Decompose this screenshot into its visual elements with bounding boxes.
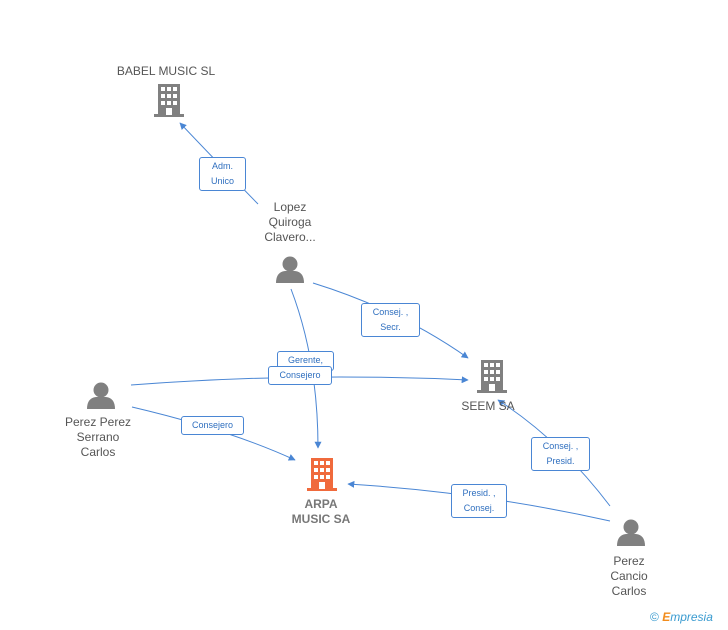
brand-name: mpresia bbox=[670, 610, 713, 624]
node-label-lopez[interactable]: Lopez Quiroga Clavero... bbox=[264, 200, 316, 244]
brand-logo-letter: E bbox=[662, 610, 671, 624]
empresia-watermark: © Empresia bbox=[650, 610, 713, 624]
person-icon[interactable] bbox=[617, 519, 645, 547]
person-icon[interactable] bbox=[87, 382, 115, 410]
building-icon[interactable] bbox=[154, 84, 184, 117]
node-label-perez-perez[interactable]: Perez Perez Serrano Carlos bbox=[64, 415, 132, 459]
edge-label-consej-presid: Consej. , Presid. bbox=[531, 437, 590, 471]
node-label-arpa-music[interactable]: ARPA MUSIC SA bbox=[291, 497, 351, 526]
copyright-symbol: © bbox=[650, 610, 659, 624]
building-icon[interactable] bbox=[477, 360, 507, 393]
edge-label-presid-consej: Presid. , Consej. bbox=[451, 484, 507, 518]
main-company-building-icon[interactable] bbox=[307, 458, 337, 491]
node-label-perez-cancio[interactable]: Perez Cancio Carlos bbox=[610, 554, 648, 598]
edge-label-consejero-seem: Consejero bbox=[268, 366, 332, 385]
node-label-babel-music[interactable]: BABEL MUSIC SL bbox=[116, 64, 216, 78]
node-label-seem[interactable]: SEEM SA bbox=[461, 399, 515, 413]
edge-label-consej-secr: Consej. , Secr. bbox=[361, 303, 420, 337]
edge-label-adm-unico: Adm. Unico bbox=[199, 157, 246, 191]
person-icon[interactable] bbox=[276, 256, 304, 284]
edge-label-consejero-arpa: Consejero bbox=[181, 416, 244, 435]
